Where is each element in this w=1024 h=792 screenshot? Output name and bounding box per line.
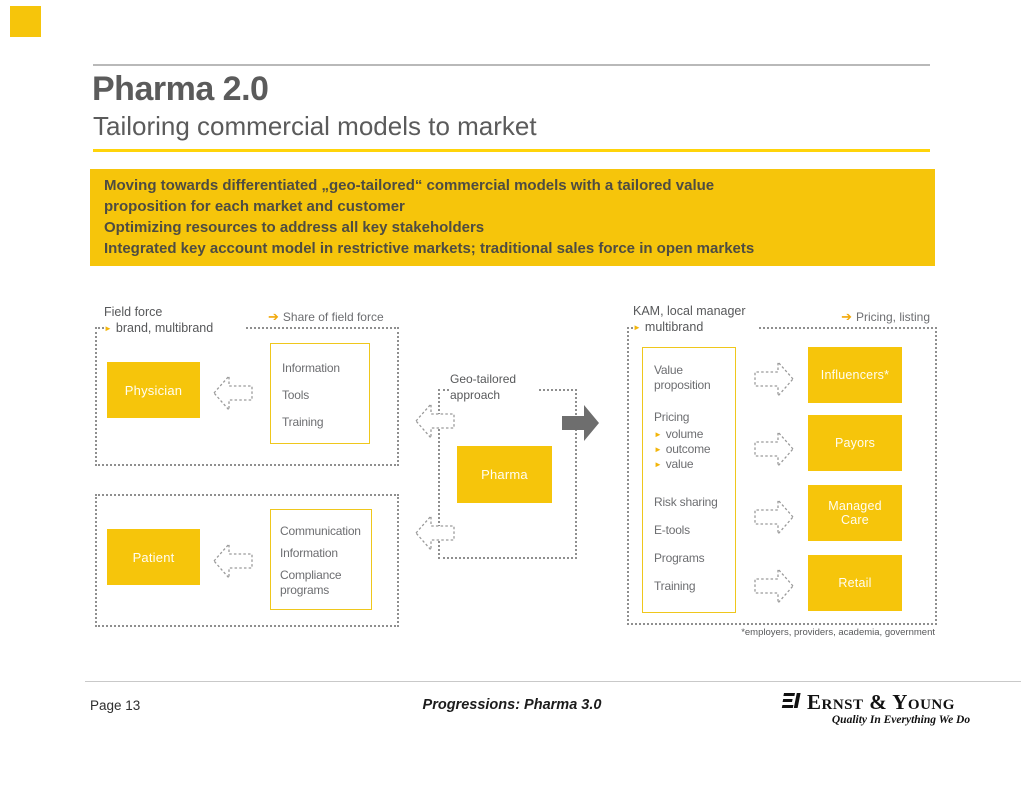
field-force-sublabel: ►brand, multibrand: [104, 321, 214, 335]
physician-box: Physician: [107, 362, 200, 418]
arrow-right-icon: ➔: [841, 309, 852, 324]
dashed-arrow-right-icon: [754, 360, 794, 398]
key-message-banner: Moving towards differentiated „geo-tailo…: [90, 169, 935, 266]
brand-logo: Ernst & Young: [780, 689, 1022, 715]
dashed-arrow-right-icon: [754, 430, 794, 468]
panel-bullet: ►volume: [654, 427, 704, 441]
list-item: Tools: [282, 388, 310, 402]
panel-section-title: E-tools: [654, 523, 690, 537]
brand-name: Ernst & Young: [807, 690, 955, 714]
list-item: Training: [282, 415, 324, 429]
document-title: Progressions: Pharma 3.0: [422, 697, 602, 713]
panel-section-title: Risk sharing: [654, 495, 718, 509]
footer-divider: [85, 681, 1021, 682]
dashed-arrow-left-icon: [213, 374, 253, 412]
triangle-bullet-icon: ►: [654, 445, 662, 454]
header-divider: [93, 64, 930, 66]
dashed-arrow-left-icon: [415, 514, 455, 552]
footnote: *employers, providers, academia, governm…: [741, 627, 935, 638]
dashed-arrow-left-icon: [213, 542, 253, 580]
list-item: Compliance programs: [280, 568, 342, 597]
brand-yellow-square-logo: [10, 6, 41, 37]
list-item: Information: [280, 546, 338, 560]
field-force-tools-box: Information Tools Training: [270, 343, 370, 444]
geo-approach-label: Geo-tailored approach: [450, 371, 538, 405]
banner-line: Integrated key account model in restrict…: [104, 240, 755, 257]
panel-bullet: ►value: [654, 457, 694, 471]
field-force-label: Field force ►brand, multibrand: [104, 304, 244, 339]
ey-beam-icon: [781, 692, 801, 708]
panel-section-title: Programs: [654, 551, 705, 565]
arrow-right-icon: ➔: [268, 309, 279, 324]
banner-line: Optimizing resources to address all key …: [104, 219, 485, 236]
solid-arrow-right-icon: [562, 405, 599, 441]
panel-bullet: ►outcome: [654, 442, 711, 456]
page-number: Page 13: [90, 698, 141, 713]
kam-dashed-box: [627, 327, 937, 625]
managed-care-box: Managed Care: [808, 485, 902, 541]
dashed-arrow-right-icon: [754, 498, 794, 536]
retail-box: Retail: [808, 555, 902, 611]
page-title: Pharma 2.0: [92, 70, 269, 108]
list-item: Information: [282, 361, 340, 375]
panel-section-title: Training: [654, 579, 696, 593]
banner-line: Moving towards differentiated „geo-tailo…: [104, 177, 715, 194]
patient-tools-box: Communication Information Compliance pro…: [270, 509, 372, 610]
kam-label-text: KAM, local manager: [633, 304, 746, 318]
list-item: Communication: [280, 524, 361, 538]
brand-tagline: Quality In Everything We Do: [831, 714, 971, 726]
kam-lever-panel: Value proposition Pricing ►volume ►outco…: [642, 347, 736, 613]
kam-sublabel: ►multibrand: [633, 320, 704, 334]
field-force-dashed-box: [95, 327, 399, 466]
share-of-field-force-tag: ➔Share of field force: [268, 309, 384, 325]
triangle-bullet-icon: ►: [654, 430, 662, 439]
field-force-label-text: Field force: [104, 305, 163, 319]
dashed-arrow-right-icon: [754, 567, 794, 605]
triangle-bullet-icon: ►: [654, 460, 662, 469]
kam-label: KAM, local manager ►multibrand: [633, 303, 758, 338]
pricing-listing-tag: ➔Pricing, listing: [828, 309, 930, 325]
panel-section-title: Value proposition: [654, 363, 711, 392]
triangle-bullet-icon: ►: [104, 324, 112, 333]
payors-box: Payors: [808, 415, 902, 471]
pharma-box: Pharma: [457, 446, 552, 503]
patient-dashed-box: [95, 494, 399, 627]
triangle-bullet-icon: ►: [633, 323, 641, 332]
patient-box: Patient: [107, 529, 200, 585]
header-yellow-rule: [93, 149, 930, 152]
banner-line: proposition for each market and customer: [104, 198, 405, 215]
influencers-box: Influencers*: [808, 347, 902, 403]
panel-section-title: Pricing: [654, 410, 690, 424]
dashed-arrow-left-icon: [415, 402, 455, 440]
page-subtitle: Tailoring commercial models to market: [93, 111, 537, 141]
